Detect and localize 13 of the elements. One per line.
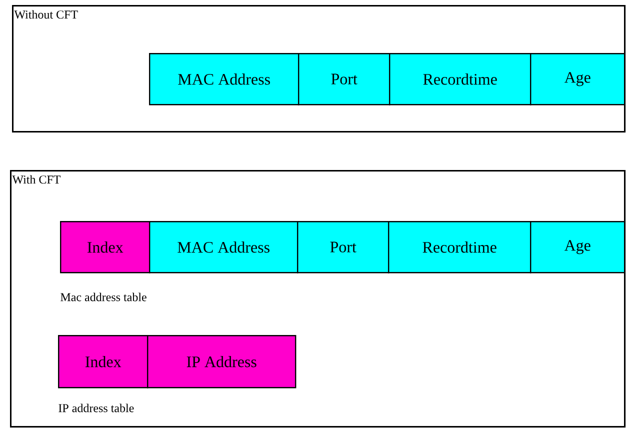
table-cell: Recordtime [389,53,532,106]
table-cell: Index [58,334,148,388]
table-cell: Index [60,221,150,274]
table-cell: Age [530,53,626,106]
table-cell: Port [297,221,390,274]
table-cell: Port [298,53,390,106]
table-caption: IP address table [58,404,134,412]
table-caption: Mac address table [60,292,146,302]
table-cell: Age [530,221,626,274]
table-cell: MAC Address [149,221,298,274]
table-cell: MAC Address [149,53,300,106]
table-cell: IP Address [147,334,296,388]
table-cell: Recordtime [388,221,532,274]
